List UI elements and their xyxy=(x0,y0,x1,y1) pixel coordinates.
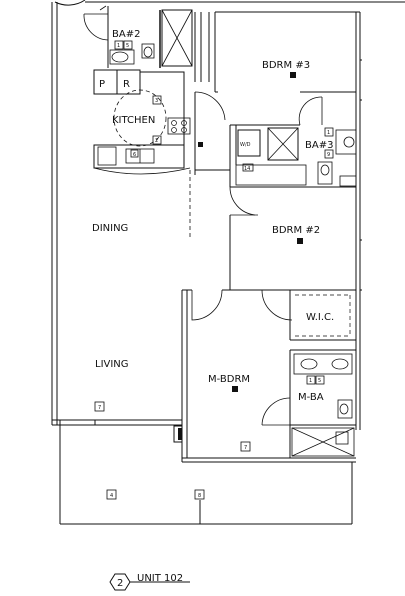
mba-tag-b: 5 xyxy=(318,378,321,384)
wd-tag: 14 xyxy=(244,166,250,172)
unit-title: 2 UNIT 102 xyxy=(109,573,190,591)
room-label-living: LIVING xyxy=(95,359,129,370)
kitchen-tag-c: 6 xyxy=(133,152,136,158)
room-label-dining: DINING xyxy=(92,223,128,234)
room-label-mbdrm: M-BDRM xyxy=(208,374,250,385)
room-label-ba3: BA#3 xyxy=(305,140,333,151)
kitchen-tag-b: 2 xyxy=(155,138,158,144)
bedroom-3: BDRM #3 xyxy=(262,60,310,78)
exterior-walls xyxy=(51,0,405,463)
patio-tag-a: 4 xyxy=(110,493,113,499)
laundry-and-bath-3: W/D 14 1 9 BA#3 xyxy=(235,127,357,187)
living-tag: 7 xyxy=(98,405,101,411)
kitchen-tag-a: 3 xyxy=(155,98,158,104)
hall-doors xyxy=(189,91,323,426)
ba3-tag-b: 9 xyxy=(327,152,330,158)
ba2-tag-a: 1 xyxy=(117,43,120,49)
wd-label: W/D xyxy=(240,142,251,148)
patio-tag-b: 8 xyxy=(198,493,201,499)
room-label-wic: W.I.C. xyxy=(306,312,334,323)
master-bath: 1 5 M-BA xyxy=(291,353,355,457)
unit-number: 2 xyxy=(117,578,123,589)
unit-label: UNIT 102 xyxy=(137,573,183,584)
bath-2: 1 5 BA#2 xyxy=(83,5,193,68)
walk-in-closet: W.I.C. xyxy=(295,294,351,337)
ba2-tag-b: 5 xyxy=(126,43,129,49)
living: LIVING 7 xyxy=(94,359,129,412)
pantry-label: P xyxy=(99,79,105,90)
dining: DINING xyxy=(92,223,128,234)
room-label-kitchen: KITCHEN xyxy=(112,115,155,126)
mbdrm-tag: 7 xyxy=(244,445,247,451)
refrigerator-label: R xyxy=(123,79,130,90)
ba3-tag-a: 1 xyxy=(327,130,330,136)
patio xyxy=(59,425,353,525)
bedroom-2: BDRM #2 xyxy=(272,225,320,244)
room-label-ba2: BA#2 xyxy=(112,29,140,40)
kitchen: P R 3 2 6 KITCHEN xyxy=(93,69,191,175)
room-label-bdrm3: BDRM #3 xyxy=(262,60,310,71)
master-bedroom: M-BDRM 7 xyxy=(208,374,251,452)
room-label-bdrm2: BDRM #2 xyxy=(272,225,320,236)
mba-tag-a: 1 xyxy=(309,378,312,384)
room-label-mba: M-BA xyxy=(298,392,324,403)
patio-tags: 4 8 xyxy=(106,489,205,500)
interior-walls xyxy=(181,11,356,458)
